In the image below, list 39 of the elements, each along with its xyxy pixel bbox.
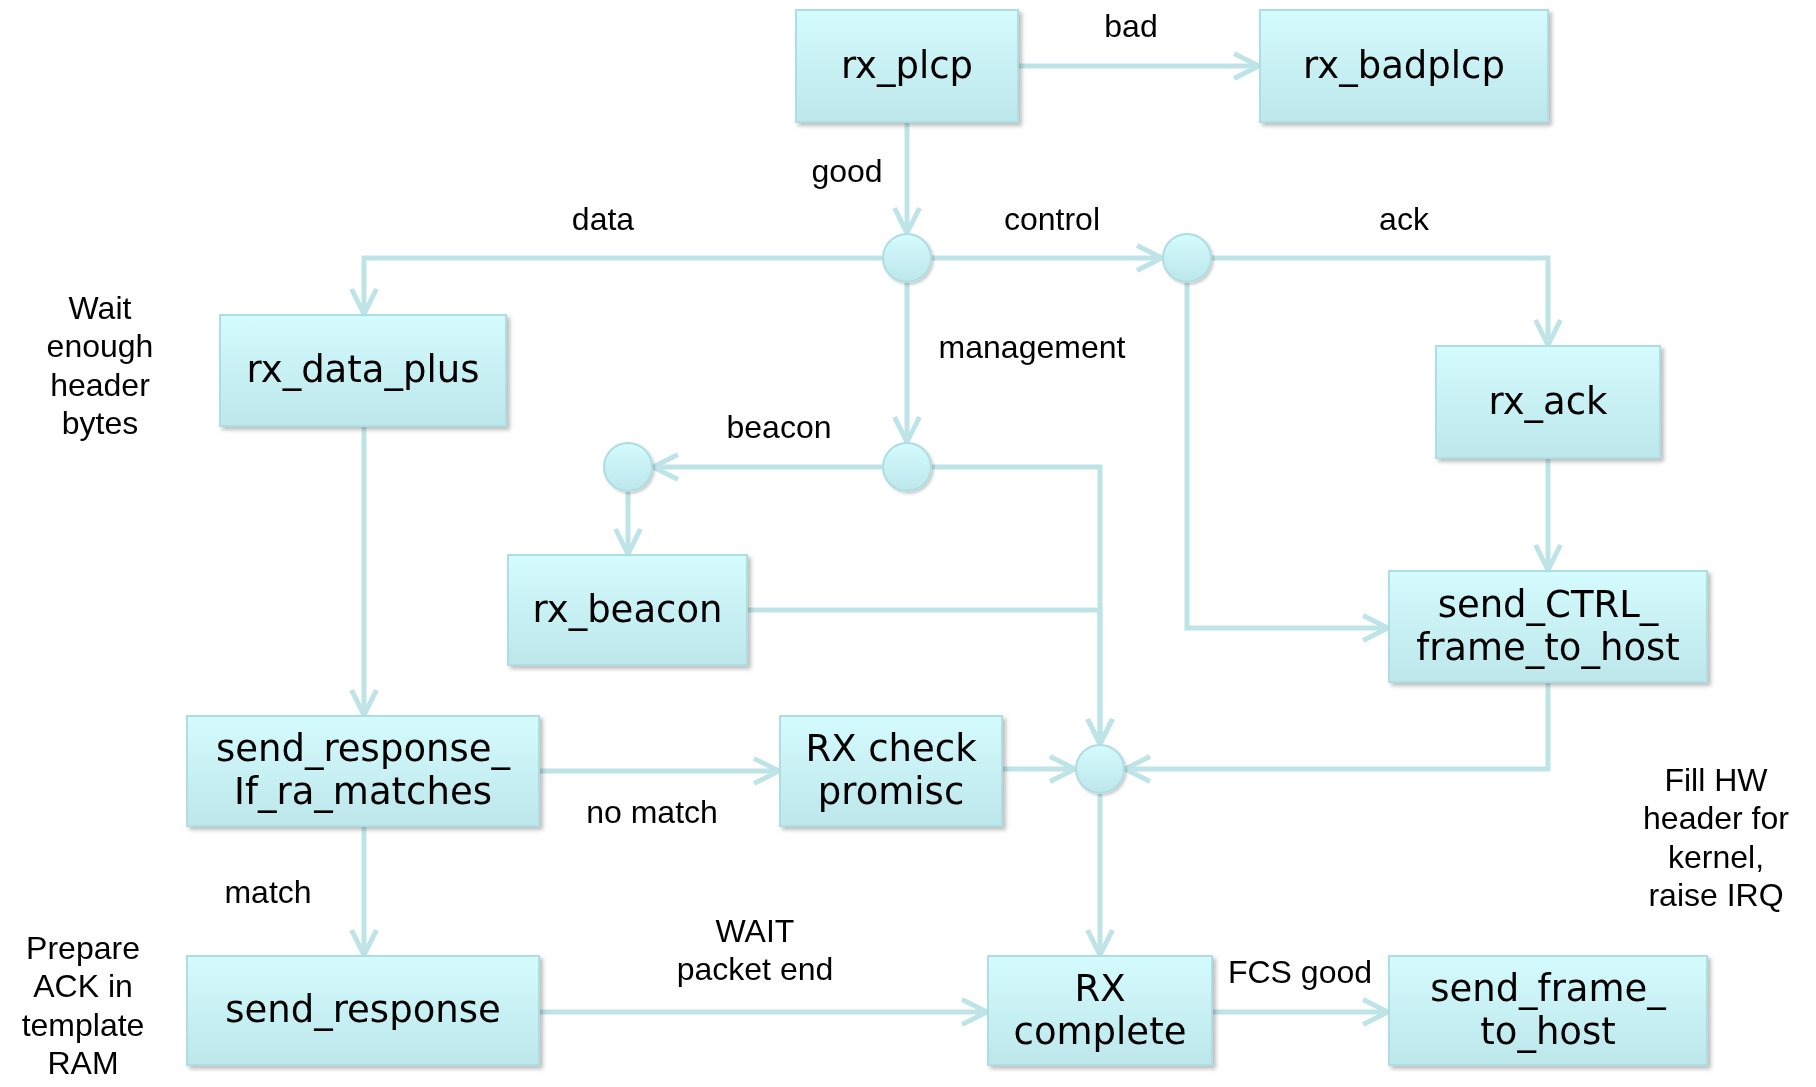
note-text: Fill HW header for kernel, raise IRQ xyxy=(1642,761,1790,915)
arrow xyxy=(349,827,379,958)
edge-label: WAIT packet end xyxy=(675,911,835,989)
arrow xyxy=(349,427,379,718)
edge-label: management xyxy=(938,327,1126,367)
process-box: rx_beacon xyxy=(507,554,748,666)
edge-label: no match xyxy=(586,792,718,832)
process-box: RX check promisc xyxy=(779,715,1003,827)
arrow xyxy=(1085,794,1115,958)
note-text: Wait enough header bytes xyxy=(45,289,155,443)
edge-label: good xyxy=(811,151,883,191)
process-box: rx_plcp xyxy=(795,9,1019,123)
edge-label: bad xyxy=(1104,6,1158,46)
edge-label: control xyxy=(1004,199,1100,239)
process-box: send_response_ If_ra_matches xyxy=(186,715,540,827)
edge-label: match xyxy=(224,872,312,912)
process-box: RX complete xyxy=(987,955,1213,1066)
edge-label: ack xyxy=(1379,199,1429,239)
process-box: rx_ack xyxy=(1435,345,1661,459)
arrow xyxy=(349,255,882,317)
arrow xyxy=(892,283,922,445)
edge-label: beacon xyxy=(726,407,832,447)
edge-label: data xyxy=(571,199,635,239)
arrow xyxy=(1533,459,1563,573)
arrow xyxy=(1212,255,1563,348)
process-box: rx_data_plus xyxy=(219,314,507,427)
circle-junction xyxy=(603,442,653,492)
circle-junction xyxy=(1162,233,1212,283)
arrow xyxy=(892,123,922,236)
circle-junction xyxy=(1075,744,1125,794)
process-box: send_response xyxy=(186,955,540,1066)
arrow xyxy=(613,492,643,557)
note-text: Prepare ACK in template RAM xyxy=(20,929,146,1083)
circle-junction xyxy=(882,442,932,492)
edge-label: FCS good xyxy=(1227,952,1373,992)
circle-junction xyxy=(882,233,932,283)
process-box: rx_badplcp xyxy=(1259,9,1549,123)
process-box: send_frame_ to_host xyxy=(1388,955,1708,1066)
process-box: send_CTRL_ frame_to_host xyxy=(1388,570,1708,683)
